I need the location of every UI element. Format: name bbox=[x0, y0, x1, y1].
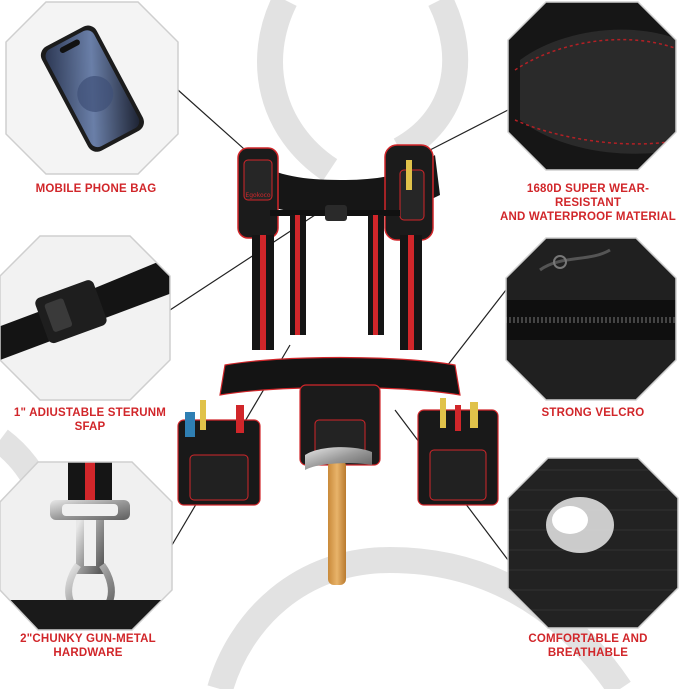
caption-text-line-2: AND WATERPROOF MATERIAL bbox=[499, 211, 677, 223]
caption-gun-metal-hardware: 2"CHUNKY GUN-METAL HARDWARE bbox=[0, 632, 176, 660]
buckle-detail-image bbox=[0, 235, 171, 401]
caption-text: 1" ADIUSTABLE STERUNM SFAP bbox=[13, 407, 167, 433]
mesh-detail-image bbox=[507, 457, 679, 629]
caption-mobile-phone-bag: MOBILE PHONE BAG bbox=[26, 182, 166, 196]
velcro-detail-image bbox=[505, 237, 677, 401]
caption-text: COMFORTABLE AND BREATHABLE bbox=[528, 633, 648, 659]
hardware-detail-image bbox=[0, 461, 173, 631]
phone-detail-image bbox=[5, 1, 179, 175]
fabric-detail-image bbox=[507, 1, 677, 171]
caption-text: MOBILE PHONE BAG bbox=[35, 183, 157, 195]
caption-text: STRONG VELCRO bbox=[541, 407, 645, 419]
caption-text-line-2: HARDWARE bbox=[53, 647, 123, 659]
caption-strong-velcro: STRONG VELCRO bbox=[510, 406, 676, 420]
caption-sternum-strap: 1" ADIUSTABLE STERUNM SFAP bbox=[0, 406, 180, 434]
caption-text-line-1: 1680D SUPER WEAR-RESISTANT bbox=[526, 183, 650, 209]
tool-belt-product: Egokoco bbox=[177, 144, 499, 585]
brand-logo: Egokoco bbox=[245, 192, 271, 199]
pencil-icon bbox=[406, 160, 412, 190]
caption-wear-resistant-material: 1680D SUPER WEAR-RESISTANT AND WATERPROO… bbox=[498, 182, 678, 224]
hammer-icon bbox=[328, 460, 346, 585]
caption-text-line-1: 2"CHUNKY GUN-METAL bbox=[20, 633, 156, 645]
caption-comfortable-breathable: COMFORTABLE AND BREATHABLE bbox=[498, 632, 678, 660]
phone-icon bbox=[40, 25, 144, 152]
